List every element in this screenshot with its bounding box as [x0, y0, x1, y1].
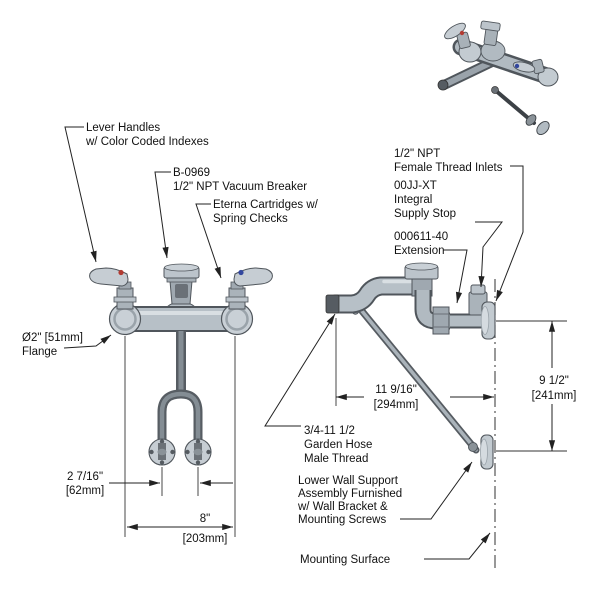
label-supply-stop-line1: 00JJ-XT [394, 180, 437, 192]
leader-lines [63, 126, 524, 560]
dim-hole-spacing: 2 7/16" [62mm] [66, 471, 233, 497]
dim-reach-metric: [294mm] [374, 399, 419, 411]
label-lever-handles-line1: Lever Handles [86, 122, 160, 134]
label-lower-support-line2: Assembly Furnished [298, 488, 402, 500]
union-nut [432, 306, 450, 335]
callout-labels: Lever Handles w/ Color Coded Indexes B-0… [22, 122, 503, 566]
dim-reach: 11 9/16" [294mm] [336, 384, 494, 411]
red-index [118, 269, 124, 276]
lower-right-flange [184, 438, 212, 466]
label-lower-support-line1: Lower Wall Support [298, 475, 399, 487]
right-lever-handle [233, 267, 273, 287]
dim-center-spread-metric: [203mm] [183, 533, 228, 545]
iso-wall-bracket [536, 120, 550, 136]
label-flange-line1: Ø2" [51mm] [22, 332, 83, 344]
iso-blue-index [514, 63, 520, 69]
label-mounting-surface: Mounting Surface [300, 554, 390, 566]
leader-flange [63, 334, 112, 349]
iso-red-index [459, 30, 465, 36]
left-wall-flange [108, 302, 142, 336]
iso-red-handle [444, 22, 466, 40]
leader-supply-stop [475, 221, 504, 288]
dim-center-spread: 8" [203mm] [127, 513, 233, 545]
label-supply-stop-line2: Integral [394, 194, 432, 206]
label-inlets-line1: 1/2" NPT [394, 148, 440, 160]
iso-right-flange [537, 67, 559, 87]
iso-vacuum-breaker-cap [480, 20, 501, 32]
dim-hole-spacing-metric: [62mm] [66, 485, 104, 497]
label-flange-line2: Flange [22, 346, 57, 358]
spout-side [325, 276, 433, 314]
leader-lower-support [400, 461, 473, 520]
right-cartridge [225, 281, 249, 310]
label-supply-stop-line3: Supply Stop [394, 208, 456, 220]
side-view [325, 262, 496, 568]
dim-height: 9 1/2" [241mm] [532, 321, 577, 451]
leader-garden-hose [264, 313, 336, 427]
label-breaker-line1: B-0969 [173, 167, 210, 179]
label-eterna-line2: Spring Checks [213, 213, 288, 225]
lower-left-flange [148, 438, 176, 466]
label-lower-support-line3: w/ Wall Bracket & [297, 501, 388, 513]
vacuum-breaker-front [163, 263, 200, 305]
dim-hole-spacing-value: 2 7/16" [67, 471, 103, 483]
front-view [89, 263, 273, 466]
dim-height-value: 9 1/2" [539, 375, 569, 387]
label-garden-hose-line2: Garden Hose [304, 439, 372, 451]
iso-spout-tip [437, 79, 449, 91]
supply-down-pipe [157, 331, 203, 454]
dim-center-spread-value: 8" [200, 513, 210, 525]
label-garden-hose-line1: 3/4-11 1/2 [304, 425, 355, 437]
leader-extension [443, 249, 468, 304]
lower-wall-bracket [480, 434, 494, 470]
leader-vacuum-breaker [154, 171, 171, 259]
label-lever-handles-line2: w/ Color Coded Indexes [85, 136, 209, 148]
leader-thread-inlets [495, 165, 524, 302]
iso-blue-handle [512, 61, 536, 73]
leader-mounting-surface [424, 532, 491, 560]
left-lever-handle [89, 267, 129, 287]
isometric-thumbnail [437, 20, 559, 136]
leader-eterna-cartridges [195, 203, 222, 279]
label-breaker-line2: 1/2" NPT Vacuum Breaker [173, 181, 307, 193]
label-eterna-line1: Eterna Cartridges w/ [213, 199, 319, 211]
dim-reach-value: 11 9/16" [375, 384, 417, 396]
leader-lever-handles [64, 126, 97, 263]
label-garden-hose-line3: Male Thread [304, 453, 368, 465]
dim-height-metric: [241mm] [532, 390, 577, 402]
label-extension-line2: Extension [394, 245, 445, 257]
blue-index [238, 269, 244, 276]
right-wall-flange [220, 302, 254, 336]
label-extension-line1: 000611-40 [394, 231, 448, 243]
inlet-wall-flange [480, 301, 496, 340]
label-lower-support-line4: Mounting Screws [298, 514, 386, 526]
dimension-lines: 2 7/16" [62mm] 8" [203mm] 11 9/16" [294m… [66, 318, 577, 545]
label-inlets-line2: Female Thread Inlets [394, 162, 503, 174]
garden-hose-outlet [325, 294, 340, 314]
